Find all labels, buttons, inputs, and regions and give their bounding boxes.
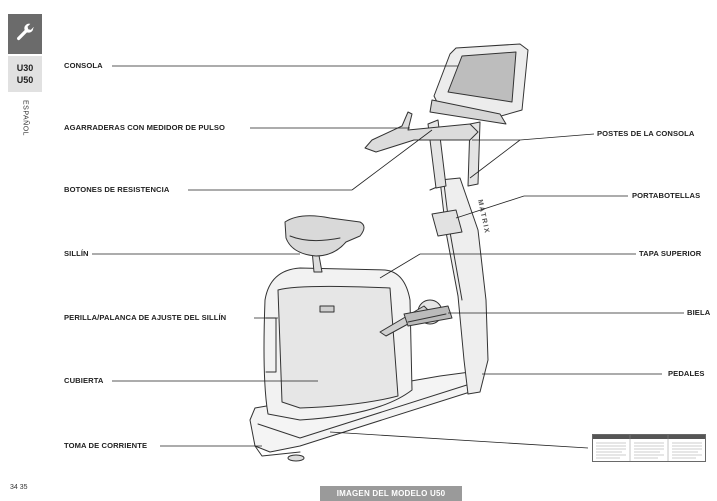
model-tab: U30 U50 bbox=[8, 56, 42, 92]
label-perilla: PERILLA/PALANCA DE AJUSTE DEL SILLÍN bbox=[64, 313, 227, 322]
language-tab: ESPAÑOL bbox=[8, 100, 42, 160]
label-pedales: PEDALES bbox=[668, 369, 705, 378]
label-cubierta: CUBIERTA bbox=[64, 376, 104, 385]
label-consola: CONSOLA bbox=[64, 61, 103, 70]
bottle-holder bbox=[431, 209, 463, 237]
model-u50: U50 bbox=[16, 75, 34, 85]
label-postes: POSTES DE LA CONSOLA bbox=[597, 129, 695, 138]
console-screen bbox=[447, 51, 517, 103]
page-number: 34 35 bbox=[10, 484, 28, 491]
pedal-right bbox=[403, 305, 453, 327]
foot-front bbox=[287, 454, 305, 462]
label-biela: BIELA bbox=[687, 308, 711, 317]
label-portabotellas: PORTABOTELLAS bbox=[632, 191, 701, 200]
shroud-badge bbox=[319, 305, 335, 313]
language-label: ESPAÑOL bbox=[21, 100, 29, 137]
label-agarraderas: AGARRADERAS CON MEDIDOR DE PULSO bbox=[64, 123, 225, 132]
seat bbox=[284, 215, 365, 257]
handlebar bbox=[364, 111, 479, 153]
leader-portabotellas bbox=[455, 195, 525, 219]
leader-base bbox=[329, 431, 589, 449]
wrench-icon bbox=[16, 23, 34, 41]
leader-tapa bbox=[379, 253, 421, 279]
warning-label-graphic bbox=[592, 434, 706, 462]
model-u30: U30 bbox=[16, 63, 34, 73]
label-toma: TOMA DE CORRIENTE bbox=[64, 441, 148, 450]
model-caption: IMAGEN DEL MODELO U50 bbox=[320, 486, 462, 501]
tab-header bbox=[8, 14, 42, 54]
label-sillin: SILLÍN bbox=[64, 249, 89, 258]
label-botones: BOTONES DE RESISTENCIA bbox=[64, 185, 170, 194]
label-tapa: TAPA SUPERIOR bbox=[639, 249, 702, 258]
